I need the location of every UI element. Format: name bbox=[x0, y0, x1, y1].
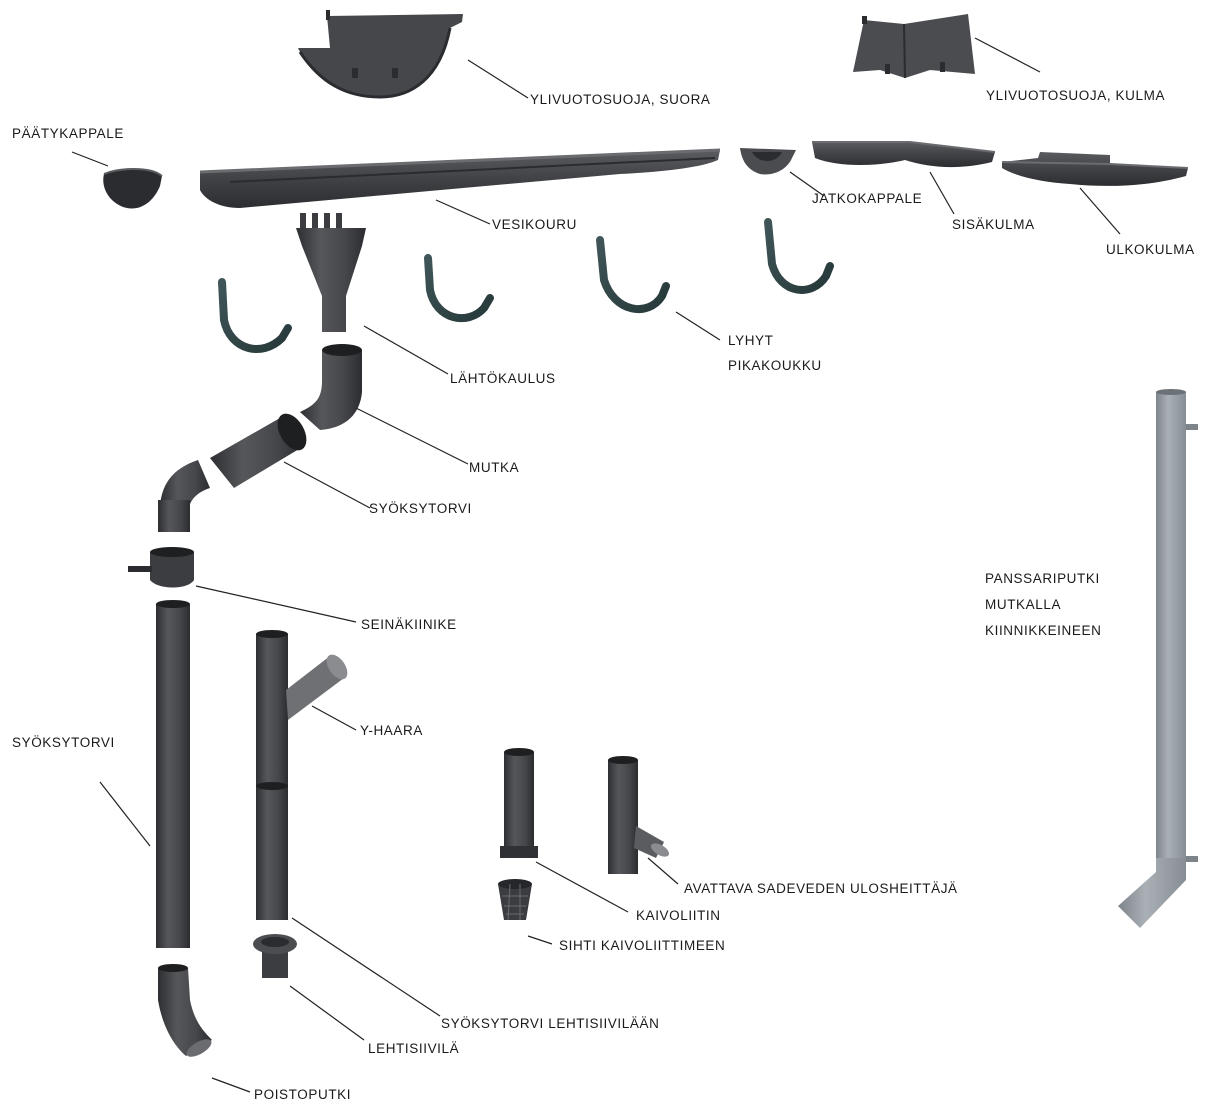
label-joint-piece: JATKOKAPPALE bbox=[812, 189, 922, 208]
label-leaf-filter: LEHTISIIVILÄ bbox=[368, 1039, 459, 1058]
label-downpipe-leaf: SYÖKSYTORVI LEHTISIIVILÄÄN bbox=[441, 1014, 659, 1033]
label-armour-pipe-line1: PANSSARIPUTKI bbox=[985, 569, 1101, 588]
label-short-hook: LYHYT PIKAKOUKKU bbox=[728, 331, 822, 375]
label-wall-bracket: SEINÄKIINIKE bbox=[361, 615, 457, 634]
well-connector bbox=[500, 748, 538, 858]
label-gutter: VESIKOURU bbox=[492, 215, 577, 234]
main-gutter bbox=[200, 150, 720, 208]
label-short-hook-line2: PIKAKOUKKU bbox=[728, 356, 822, 375]
label-outer-corner: ULKOKULMA bbox=[1106, 240, 1195, 259]
wall-bracket bbox=[128, 547, 194, 588]
joint-piece bbox=[740, 148, 796, 174]
well-sieve bbox=[498, 879, 532, 920]
label-overflow-guard-corner: YLIVUOTOSUOJA, KULMA bbox=[986, 86, 1165, 105]
label-well-connector: KAIVOLIITIN bbox=[636, 906, 721, 925]
upper-downpipe-assembly bbox=[158, 344, 362, 532]
label-outlet-collar: LÄHTÖKAULUS bbox=[450, 369, 556, 388]
label-bend: MUTKA bbox=[469, 458, 519, 477]
y-branch bbox=[256, 630, 352, 792]
label-sieve: SIHTI KAIVOLIITTIMEEN bbox=[559, 936, 725, 955]
label-downpipe-left: SYÖKSYTORVI bbox=[12, 733, 115, 752]
label-inner-corner: SISÄKULMA bbox=[952, 215, 1035, 234]
end-cap bbox=[103, 169, 162, 208]
downpipe-short bbox=[256, 782, 288, 920]
leaf-filter bbox=[253, 934, 297, 978]
label-overflow-guard-straight: YLIVUOTOSUOJA, SUORA bbox=[530, 90, 711, 109]
overflow-guard-straight bbox=[298, 10, 463, 97]
label-downpipe-top: SYÖKSYTORVI bbox=[369, 499, 472, 518]
outer-corner bbox=[1002, 152, 1188, 186]
label-short-hook-line1: LYHYT bbox=[728, 331, 822, 350]
inner-corner bbox=[812, 142, 995, 167]
label-armour-pipe-line2: MUTKALLA bbox=[985, 595, 1101, 614]
armour-pipe bbox=[1118, 389, 1198, 928]
label-end-cap: PÄÄTYKAPPALE bbox=[12, 124, 124, 143]
downpipe-long bbox=[156, 600, 190, 948]
label-y-branch: Y-HAARA bbox=[360, 721, 423, 740]
label-diverter: AVATTAVA SADEVEDEN ULOSHEITTÄJÄ bbox=[684, 879, 958, 898]
label-armour-pipe-line3: KIINNIKKEINEEN bbox=[985, 621, 1101, 640]
outlet-collar bbox=[296, 213, 366, 332]
label-armour-pipe: PANSSARIPUTKI MUTKALLA KIINNIKKEINEEN bbox=[985, 569, 1101, 640]
outlet-pipe bbox=[158, 964, 214, 1060]
label-outlet-pipe: POISTOPUTKI bbox=[254, 1085, 351, 1104]
rainwater-diverter bbox=[608, 756, 671, 874]
overflow-guard-corner bbox=[853, 14, 975, 78]
